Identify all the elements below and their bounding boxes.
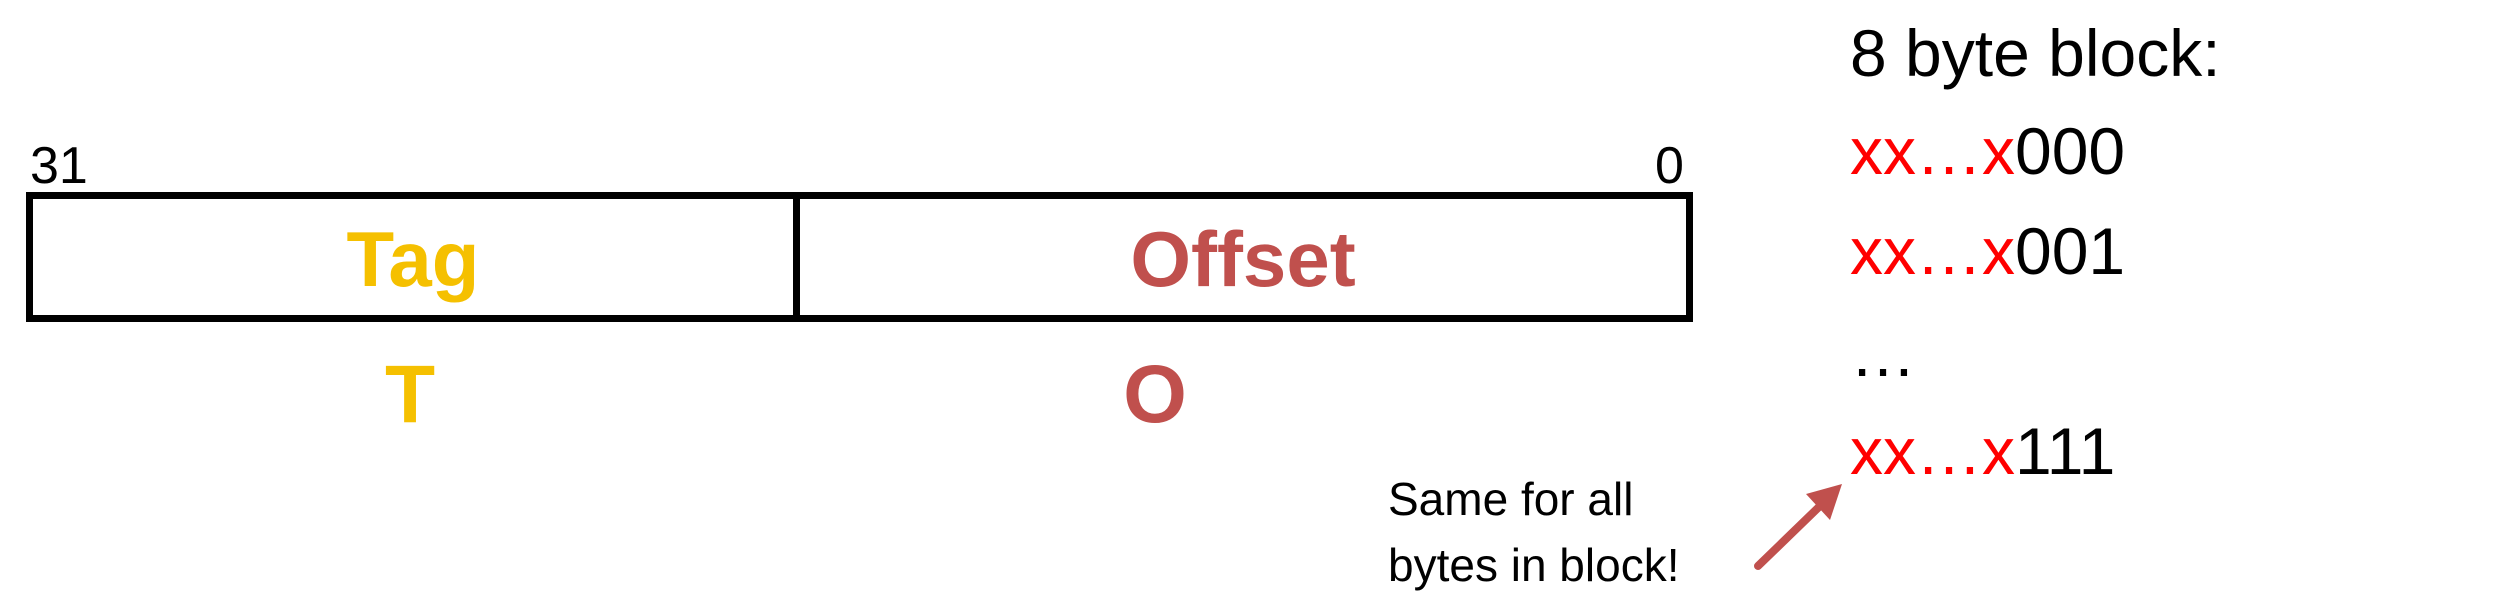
fixed-bits: 000 [2015,114,2126,188]
block-ellipsis: … [1850,316,1916,390]
bit-31-label: 31 [30,137,88,195]
block-address-line: xx…x001 [1850,218,2125,284]
note-line-2: bytes in block! [1388,539,1680,591]
offset-field-label: Offset [1130,215,1356,303]
offset-field-box [793,192,1693,322]
variable-bits: xx…x [1850,414,2015,488]
offset-field-letter: O [1123,349,1187,440]
block-address-line: xx…x111 [1850,418,2115,484]
bit-0-label: 0 [1655,137,1684,195]
fixed-bits: 001 [2015,214,2126,288]
tag-field-label: Tag [346,215,480,303]
block-address-line: xx…x000 [1850,118,2125,184]
block-heading: 8 byte block: [1850,16,2221,90]
variable-bits: xx…x [1850,114,2015,188]
note-line-1: Same for all [1388,473,1634,525]
fixed-bits: 111 [2015,414,2116,488]
tag-field-letter: T [384,349,436,440]
variable-bits: xx…x [1850,214,2015,288]
